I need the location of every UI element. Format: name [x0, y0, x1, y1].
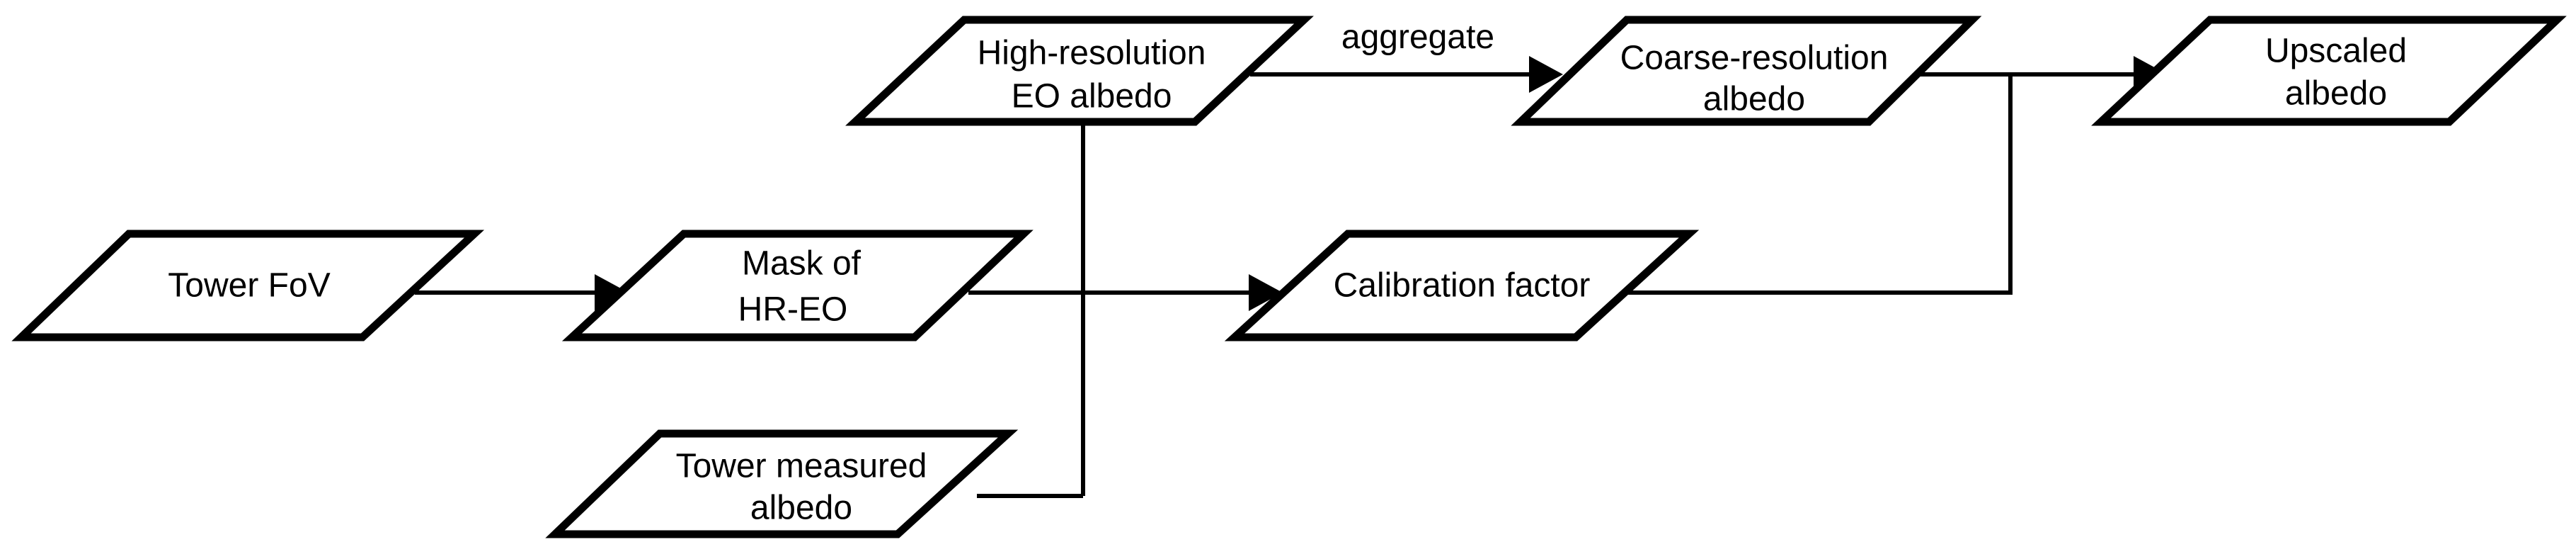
node-tower-fov-shape: [11, 230, 485, 341]
node-mask-hr-eo-line-1: Mask of: [742, 245, 861, 283]
node-mask-hr-eo-shape: [561, 230, 1034, 341]
node-upscaled-albedo-shape: [2091, 16, 2567, 126]
node-mask-hr-eo-line-2: HR-EO: [738, 291, 848, 329]
node-hr-eo-albedo-shape: [845, 16, 1314, 126]
node-coarse-resolution-albedo: Coarse-resolution albedo: [1511, 16, 1982, 126]
node-coarse-albedo-shape: [1511, 16, 1982, 126]
node-coarse-albedo-line-1: Coarse-resolution: [1620, 40, 1889, 77]
node-tower-fov-line-1: Tower FoV: [168, 267, 330, 305]
node-calibration-factor: Calibration factor: [1224, 230, 1700, 341]
node-tower-measured-albedo-line-2: albedo: [750, 490, 852, 527]
node-mask-hr-eo: Mask of HR-EO: [561, 230, 1034, 341]
node-upscaled-albedo-line-2: albedo: [2285, 75, 2387, 113]
node-tower-measured-albedo-shape: [545, 429, 1019, 538]
node-upscaled-albedo-line-1: Upscaled: [2265, 33, 2407, 70]
arrowhead-calibration: [1249, 274, 1283, 311]
node-calibration-factor-shape: [1224, 230, 1700, 341]
connectors: [415, 56, 2168, 498]
node-coarse-albedo-line-2: albedo: [1703, 81, 1805, 118]
node-upscaled-albedo: Upscaled albedo: [2091, 16, 2567, 126]
node-hr-eo-albedo: High-resolution EO albedo: [845, 16, 1314, 126]
arrowhead-mask: [595, 274, 629, 311]
node-tower-measured-albedo-line-1: Tower measured: [676, 448, 927, 485]
node-calibration-factor-line-1: Calibration factor: [1334, 267, 1591, 305]
arrowhead-coarse: [1529, 56, 1563, 93]
edge-calibration-to-upscaled: [1627, 74, 2013, 295]
node-hr-eo-albedo-line-2: EO albedo: [1012, 78, 1172, 115]
node-hr-eo-albedo-line-1: High-resolution: [978, 35, 1206, 72]
node-tower-fov: Tower FoV: [11, 230, 485, 341]
node-tower-measured-albedo: Tower measured albedo: [545, 429, 1019, 538]
edge-label-aggregate: aggregate: [1341, 18, 1494, 56]
